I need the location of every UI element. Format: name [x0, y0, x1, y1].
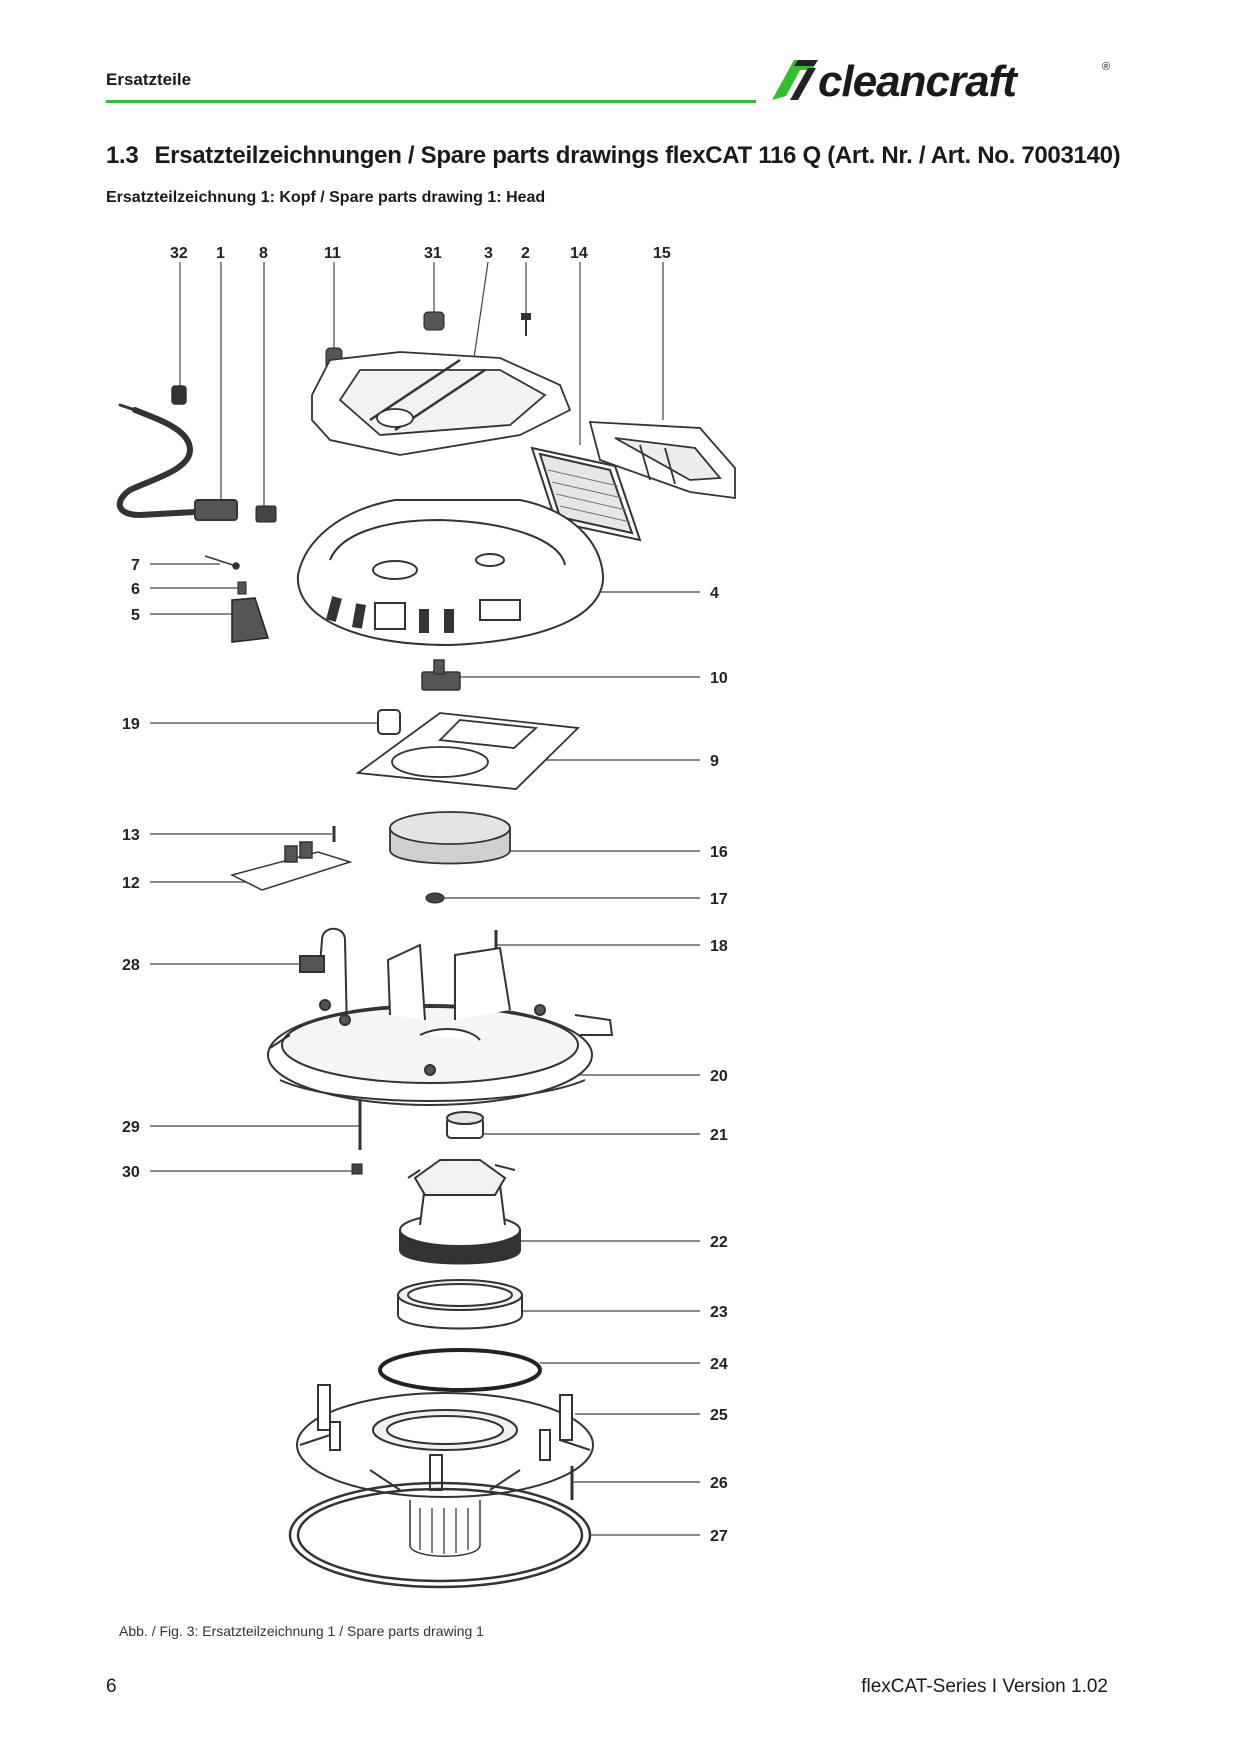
callout-14: 14: [570, 245, 588, 262]
callout-18: 18: [710, 938, 728, 955]
callout-2: 2: [521, 245, 530, 262]
part-19-button: [377, 709, 401, 735]
part-8-connector: [255, 505, 277, 523]
callout-27: 27: [710, 1528, 728, 1545]
part-6-clip: [237, 581, 247, 595]
header-rule: [106, 100, 756, 103]
logo-registered-mark: ®: [1102, 61, 1110, 73]
cleancraft-logo: cleancraft ®: [772, 57, 1110, 104]
callout-3: 3: [484, 245, 493, 262]
callout-5: 5: [131, 607, 140, 624]
callout-30: 30: [122, 1164, 140, 1181]
impeller: [409, 1500, 481, 1557]
callout-7: 7: [131, 557, 140, 574]
part-23-ring: [397, 1279, 523, 1330]
drawing-subheading: Ersatzteilzeichnung 1: Kopf / Spare part…: [106, 189, 546, 206]
callout-32: 32: [170, 245, 188, 262]
part-9-plate: [355, 712, 580, 790]
part-3-top-cover: [311, 351, 572, 456]
part-10-switch: [421, 659, 461, 691]
callout-21: 21: [710, 1127, 728, 1144]
callout-28: 28: [122, 957, 140, 974]
document-version: flexCAT-Series I Version 1.02: [861, 1676, 1108, 1697]
callout-25: 25: [710, 1407, 728, 1424]
part-15-filter-holder: [588, 421, 736, 500]
part-21-bearing: [446, 1111, 484, 1139]
callout-6: 6: [131, 581, 140, 598]
callout-26: 26: [710, 1475, 728, 1492]
part-24-o-ring: [378, 1348, 542, 1392]
part-27-gasket-ring: [288, 1481, 592, 1589]
logo-mark-icon: [772, 60, 818, 100]
logo-brand-text: cleancraft: [818, 57, 1019, 104]
part-32-plug: [171, 385, 187, 405]
part-16-foam-filter: [389, 811, 511, 865]
section-heading: 1.3 Ersatzteilzeichnungen / Spare parts d…: [106, 142, 1121, 170]
part-31-knob: [423, 311, 445, 331]
callout-11: 11: [324, 245, 341, 262]
callout-13: 13: [122, 827, 140, 844]
part-7-pin: [204, 555, 240, 570]
part-12-circuit-board: [229, 841, 353, 891]
part-28-float-sensor: [299, 927, 349, 1081]
callout-17: 17: [710, 891, 728, 908]
callout-4: 4: [710, 585, 719, 602]
callout-10: 10: [710, 670, 728, 687]
page-number: 6: [106, 1676, 117, 1697]
part-4-head-housing: [296, 499, 605, 647]
callout-19: 19: [122, 716, 140, 733]
header-section-label: Ersatzteile: [106, 70, 192, 89]
part-1-power-cable: [116, 403, 238, 521]
part-20-motor-mount: [267, 943, 614, 1106]
callout-29: 29: [122, 1119, 140, 1136]
part-30-nut: [351, 1163, 363, 1175]
callout-15: 15: [653, 245, 671, 262]
callout-8: 8: [259, 245, 268, 262]
part-25-base-plate: [296, 1384, 594, 1498]
callout-12: 12: [122, 875, 140, 892]
callout-1: 1: [216, 245, 225, 262]
callout-9: 9: [710, 753, 719, 770]
callout-31: 31: [424, 245, 442, 262]
part-2-screw: [521, 313, 531, 336]
part-5-hook: [231, 597, 269, 643]
part-22-motor: [399, 1159, 521, 1265]
section-number: 1.3: [106, 142, 139, 169]
callout-16: 16: [710, 844, 728, 861]
callout-24: 24: [710, 1356, 728, 1373]
callout-23: 23: [710, 1304, 728, 1321]
callout-22: 22: [710, 1234, 728, 1251]
part-17-nut: [425, 892, 445, 904]
section-title: Ersatzteilzeichnungen / Spare parts draw…: [154, 142, 1121, 169]
figure-caption: Abb. / Fig. 3: Ersatzteilzeichnung 1 / S…: [119, 1623, 484, 1639]
callout-20: 20: [710, 1068, 728, 1085]
